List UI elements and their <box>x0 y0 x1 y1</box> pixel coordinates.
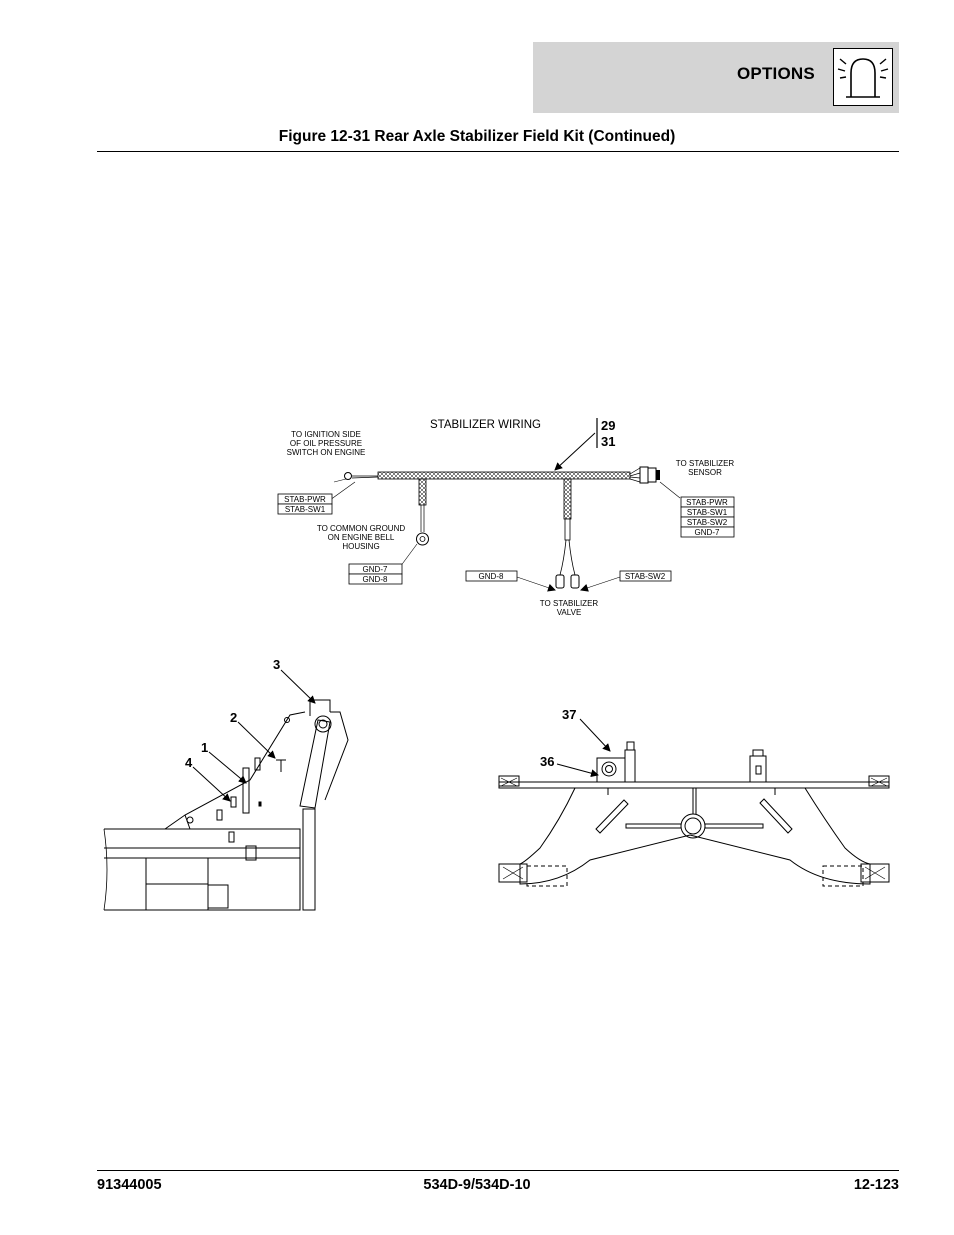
sensor-note-line1: TO STABILIZER <box>676 459 735 468</box>
valve-note-line1: TO STABILIZER <box>540 599 599 608</box>
sensor-tag-3: STAB-SW2 <box>687 518 728 527</box>
wiring-title: STABILIZER WIRING <box>430 419 541 431</box>
ignition-note-line2: OF OIL PRESSURE <box>290 439 362 448</box>
valve-tag-left: GND-8 <box>479 572 504 581</box>
valve-tag-right: STAB-SW2 <box>625 572 666 581</box>
callout-3: 3 <box>273 657 280 672</box>
ignition-tag-1: STAB-PWR <box>284 495 326 504</box>
ignition-note-line3: SWITCH ON ENGINE <box>287 448 366 457</box>
callout-37: 37 <box>562 707 576 722</box>
ignition-tag-2: STAB-SW1 <box>285 505 326 514</box>
figure-title: Figure 12-31 Rear Axle Stabilizer Field … <box>278 128 676 145</box>
callout-2: 2 <box>230 710 237 725</box>
footer-model: 534D-9/534D-10 <box>423 1177 531 1193</box>
sensor-note-line2: SENSOR <box>688 468 722 477</box>
sensor-tag-4: GND-7 <box>695 528 720 537</box>
callout-1: 1 <box>201 740 208 755</box>
left-view-callouts: 3 2 1 4 <box>185 657 316 802</box>
ground-tag-2: GND-8 <box>363 575 388 584</box>
valve-note-line2: VALVE <box>557 608 582 617</box>
beacon-light-icon <box>833 48 893 106</box>
ground-note-line3: HOUSING <box>342 542 379 551</box>
ignition-note-line1: TO IGNITION SIDE <box>291 430 361 439</box>
left-view-drawing <box>103 699 349 911</box>
footer-doc-number: 91344005 <box>97 1177 162 1193</box>
callout-29: 29 <box>601 418 615 433</box>
ground-tag-1: GND-7 <box>363 565 388 574</box>
sensor-tag-2: STAB-SW1 <box>687 508 728 517</box>
footer-rule <box>97 1170 899 1171</box>
section-title: OPTIONS <box>737 64 815 83</box>
callout-36: 36 <box>540 754 554 769</box>
callout-31: 31 <box>601 434 615 449</box>
ground-note-line1: TO COMMON GROUND <box>317 524 406 533</box>
sensor-tag-1: STAB-PWR <box>686 498 728 507</box>
footer-page-number: 12-123 <box>853 1177 899 1193</box>
wiring-diagram: STABILIZER WIRING 29 31 TO IGNITION SIDE… <box>277 418 735 617</box>
ground-note-line2: ON ENGINE BELL <box>328 533 395 542</box>
right-view-drawing <box>498 741 890 887</box>
header-rule <box>97 151 899 152</box>
callout-4: 4 <box>185 755 193 770</box>
right-view-callouts: 37 36 <box>540 707 611 778</box>
